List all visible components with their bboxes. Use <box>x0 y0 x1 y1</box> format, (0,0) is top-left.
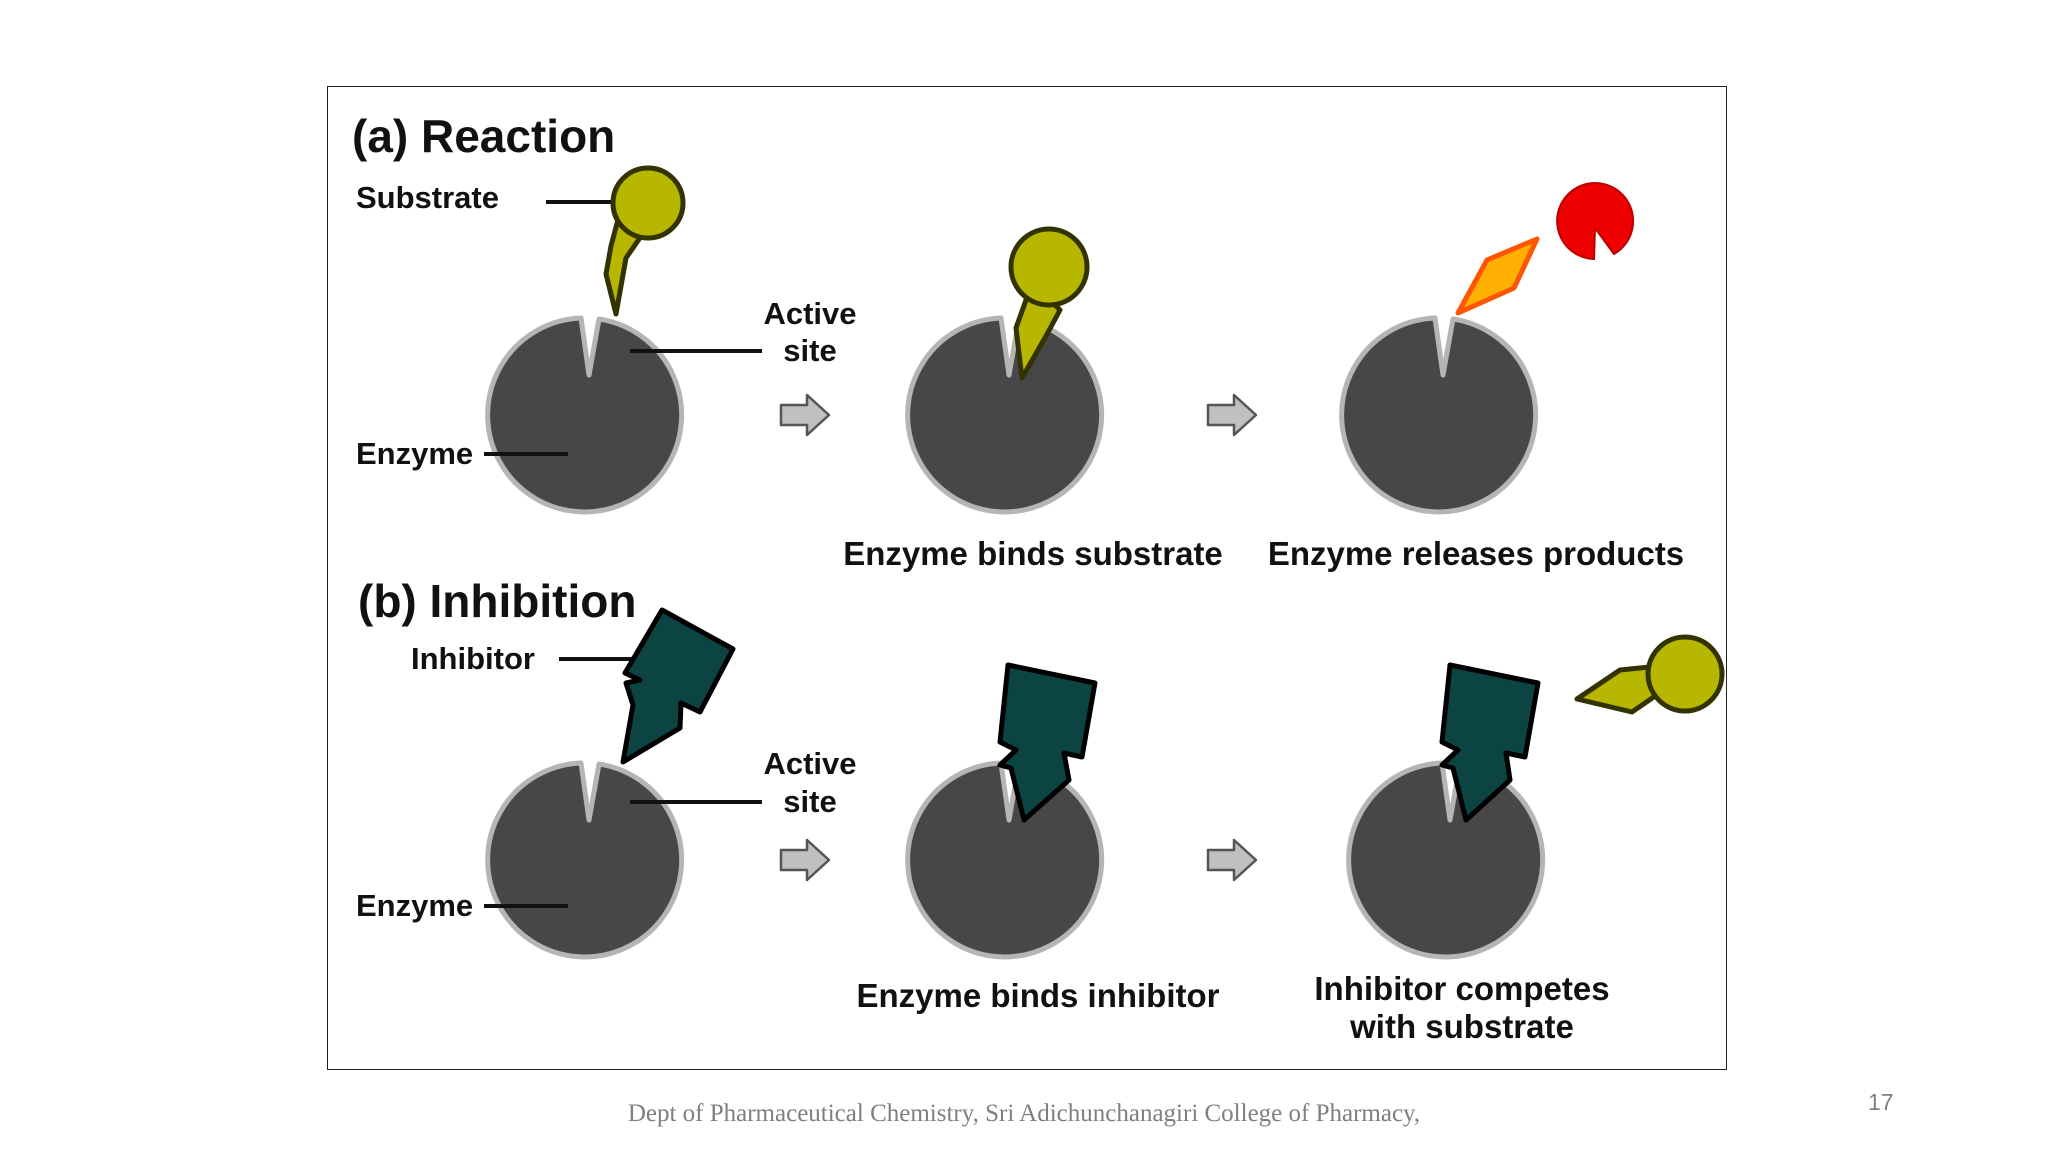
active-site-label-line2-a: site <box>783 333 836 368</box>
product-diamond <box>1455 236 1540 316</box>
panel-b-title: (b) Inhibition <box>358 575 636 627</box>
caption-competes-line2: with substrate <box>1349 1008 1574 1045</box>
product-pacman <box>1556 182 1635 261</box>
displaced-substrate <box>1574 634 1725 715</box>
substrate-label: Substrate <box>356 180 499 215</box>
enzyme-label-b: Enzyme <box>356 888 473 923</box>
inhibition-arrow-1 <box>779 838 831 882</box>
reaction-arrow-2 <box>1206 393 1258 437</box>
footer-institution: Dept of Pharmaceutical Chemistry, Sri Ad… <box>627 1100 1421 1127</box>
caption-competes-line1: Inhibitor competes <box>1314 970 1609 1007</box>
inhibition-arrow-2 <box>1206 838 1258 882</box>
bound-inhibitor <box>997 662 1098 823</box>
competing-inhibitor <box>1439 662 1541 823</box>
active-site-label-line1-b: Active <box>763 746 856 781</box>
reaction-arrow-1 <box>779 393 831 437</box>
inhibitor-label: Inhibitor <box>411 641 535 676</box>
page-number: 17 <box>1868 1089 1894 1115</box>
caption-binds-inhibitor: Enzyme binds inhibitor <box>856 977 1219 1014</box>
enzyme-5 <box>908 763 1102 957</box>
bound-substrate <box>1008 226 1090 381</box>
caption-releases-products: Enzyme releases products <box>1268 535 1684 572</box>
enzyme-3 <box>1342 318 1536 512</box>
enzyme-2 <box>908 318 1102 512</box>
enzyme-1 <box>488 318 682 512</box>
active-site-label-line1-a: Active <box>763 296 856 331</box>
active-site-label-line2-b: site <box>783 784 836 819</box>
enzyme-label-a: Enzyme <box>356 436 473 471</box>
enzyme-6 <box>1349 763 1543 957</box>
caption-binds-substrate: Enzyme binds substrate <box>843 535 1223 572</box>
substrate-molecule <box>603 165 686 317</box>
panel-a-title: (a) Reaction <box>352 110 615 162</box>
enzyme-4 <box>488 763 682 957</box>
inhibitor-molecule <box>620 607 736 765</box>
